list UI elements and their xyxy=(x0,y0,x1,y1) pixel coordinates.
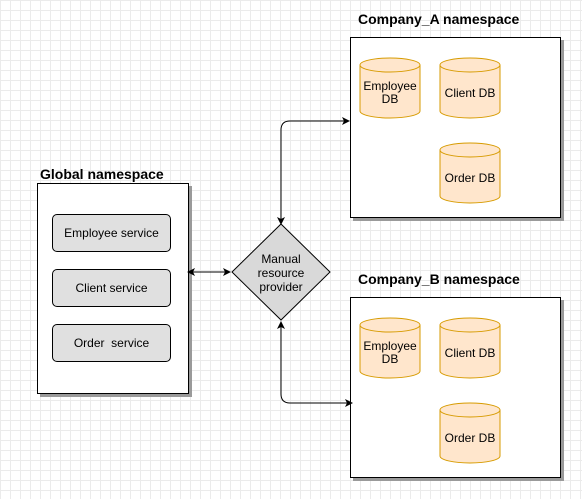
manual-resource-provider-label: Manual resource provider xyxy=(257,252,305,294)
employee-service[interactable]: Employee service xyxy=(52,214,171,252)
database-icon xyxy=(359,57,421,119)
connector-provider-company-b[interactable] xyxy=(277,321,353,407)
database-icon xyxy=(439,402,501,464)
db-label: Employee DB xyxy=(363,79,417,106)
company-b-namespace-title: Company_B namespace xyxy=(358,271,520,287)
company-a-employee-db[interactable]: Employee DB xyxy=(359,57,421,119)
connector-provider-company-a[interactable] xyxy=(277,117,350,225)
manual-resource-provider-diamond[interactable] xyxy=(231,223,331,321)
global-namespace-title: Global namespace xyxy=(40,166,164,182)
company-b-order-db[interactable]: Order DB xyxy=(439,402,501,464)
database-icon xyxy=(439,57,501,119)
db-label: Employee DB xyxy=(363,339,417,366)
company-b-client-db[interactable]: Client DB xyxy=(439,317,501,379)
database-icon xyxy=(439,142,501,204)
db-label: Client DB xyxy=(444,85,496,100)
company-a-order-db[interactable]: Order DB xyxy=(439,142,501,204)
db-label: Order DB xyxy=(444,170,496,185)
database-icon xyxy=(439,317,501,379)
database-icon xyxy=(359,317,421,379)
db-label: Order DB xyxy=(444,430,496,445)
db-label: Client DB xyxy=(444,345,496,360)
company-a-namespace-title: Company_A namespace xyxy=(358,11,520,27)
client-service[interactable]: Client service xyxy=(52,269,171,307)
order-service[interactable]: Order service xyxy=(52,324,171,362)
company-a-client-db[interactable]: Client DB xyxy=(439,57,501,119)
company-b-employee-db[interactable]: Employee DB xyxy=(359,317,421,379)
